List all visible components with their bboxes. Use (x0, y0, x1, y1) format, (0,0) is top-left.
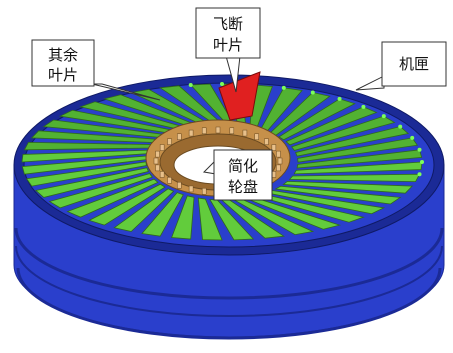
disk-tooth (271, 144, 277, 151)
label-simplified-disk-line2: 轮盘 (228, 178, 258, 196)
casing-band-2 (15, 245, 443, 317)
blade (282, 180, 414, 194)
mesh-node (281, 85, 286, 90)
label-box-simplified-disk (213, 149, 273, 201)
label-casing: 机匣 (355, 41, 447, 91)
blade (209, 199, 255, 241)
leader-casing (355, 75, 385, 91)
blade (48, 173, 153, 209)
disk-tooth (188, 185, 194, 193)
blade (295, 126, 410, 157)
mesh-node (410, 135, 415, 140)
mesh-node (398, 124, 403, 129)
failed-blade (218, 71, 261, 121)
disk-tooth (254, 133, 259, 141)
disk-tooth (155, 150, 160, 158)
disk-tooth (215, 126, 221, 134)
blade (113, 188, 175, 232)
disk-tooth (276, 164, 281, 172)
blade (171, 195, 195, 240)
disk-tooth (277, 157, 283, 165)
mesh-node (361, 104, 366, 109)
mesh-node (188, 82, 193, 87)
mesh-node (381, 114, 386, 119)
label-simplified-disk: 简化 轮盘 (202, 149, 273, 201)
mesh-node (420, 160, 424, 164)
blade (34, 167, 149, 198)
label-other-blades-line1: 其余 (48, 46, 78, 64)
disk-tooth (229, 127, 235, 135)
mesh-nodes (188, 82, 424, 177)
disk-teeth (153, 126, 283, 196)
casing-band-3 (16, 267, 442, 340)
blade (288, 173, 421, 183)
blade (293, 161, 423, 175)
disk-tooth (167, 177, 172, 184)
label-failed-blade-line1: 飞断 (213, 15, 243, 33)
label-other-blades-line2: 叶片 (48, 66, 78, 84)
label-failed-blade: 飞断 叶片 (195, 7, 261, 93)
disk-tooth (159, 144, 165, 151)
mesh-node (337, 96, 342, 101)
mesh-node (417, 147, 422, 152)
disk-tooth (201, 127, 207, 135)
mesh-node (310, 90, 315, 95)
disk-tooth (264, 138, 269, 145)
disk-tooth (242, 129, 248, 137)
blade (66, 178, 159, 218)
disk-tooth (201, 187, 207, 195)
mesh-node (220, 82, 224, 86)
blade (274, 185, 402, 205)
blade (291, 115, 396, 151)
label-box-failed-blade (195, 7, 261, 59)
label-other-blades: 其余 叶片 (31, 39, 161, 101)
disk-tooth (188, 129, 194, 137)
mesh-node (417, 172, 422, 177)
blade (88, 183, 166, 226)
label-simplified-disk-line1: 简化 (228, 157, 258, 175)
label-box-other-blades (31, 39, 95, 87)
blade (285, 106, 378, 146)
label-failed-blade-line2: 叶片 (213, 36, 243, 54)
casing-band-1 (14, 227, 444, 300)
disk-tooth (159, 171, 165, 178)
disk-tooth (167, 138, 172, 145)
blade (297, 137, 419, 163)
disk-tooth (177, 181, 182, 189)
blade (278, 98, 356, 141)
label-casing-text: 机匣 (399, 55, 429, 73)
blade (141, 192, 184, 237)
disk-tooth (155, 164, 160, 172)
blade (197, 197, 223, 241)
label-box-casing (381, 41, 447, 87)
disk-tooth (276, 150, 281, 158)
blade (296, 149, 423, 169)
disk-tooth (153, 157, 159, 165)
disk-tooth (177, 133, 182, 141)
